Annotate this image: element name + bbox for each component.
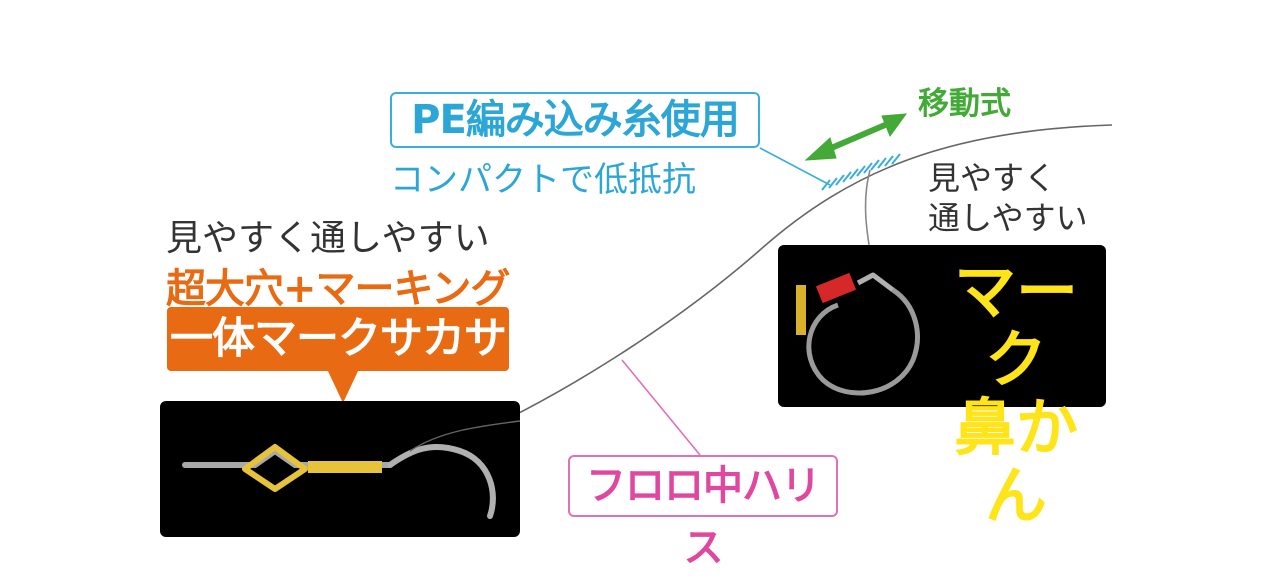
product-label: 一体マークサカサ xyxy=(170,314,507,364)
nose-ring-label-line-1: マーク xyxy=(953,255,1078,396)
nose-ring-label: マーク 鼻かん xyxy=(936,258,1096,530)
leader-label: フロロ中ハリス xyxy=(586,463,821,571)
pe-sublabel: コンパクトで低抵抗 xyxy=(390,160,696,200)
reverse-hook-illustration xyxy=(182,420,521,519)
nose-ring-label-line-2: 鼻かん xyxy=(953,391,1078,532)
product-label-box xyxy=(167,307,509,371)
nose-ring-illustration xyxy=(796,272,920,396)
left-caption-highlight: 超大穴+マーキング xyxy=(166,266,510,312)
right-caption-line-1: 見やすく xyxy=(928,159,1057,197)
pink-connector xyxy=(621,359,701,456)
movable-arrow xyxy=(804,113,908,161)
main-line xyxy=(439,124,1113,451)
right-caption-line-2: 通しやすい xyxy=(928,199,1088,237)
pe-label-box xyxy=(390,92,760,148)
product-label-pointer xyxy=(327,369,359,403)
pe-braid xyxy=(821,153,901,191)
pe-connector xyxy=(759,147,831,186)
left-caption: 見やすく通しやすい xyxy=(166,218,490,259)
right-caption: 見やすく 通しやすい xyxy=(928,158,1088,238)
movable-label: 移動式 xyxy=(918,86,1011,122)
leader-label-box xyxy=(568,455,838,517)
pe-label: PE編み込み糸使用 xyxy=(411,97,740,143)
reverse-hook-panel xyxy=(160,401,521,537)
nose-ring-panel xyxy=(778,245,1106,407)
